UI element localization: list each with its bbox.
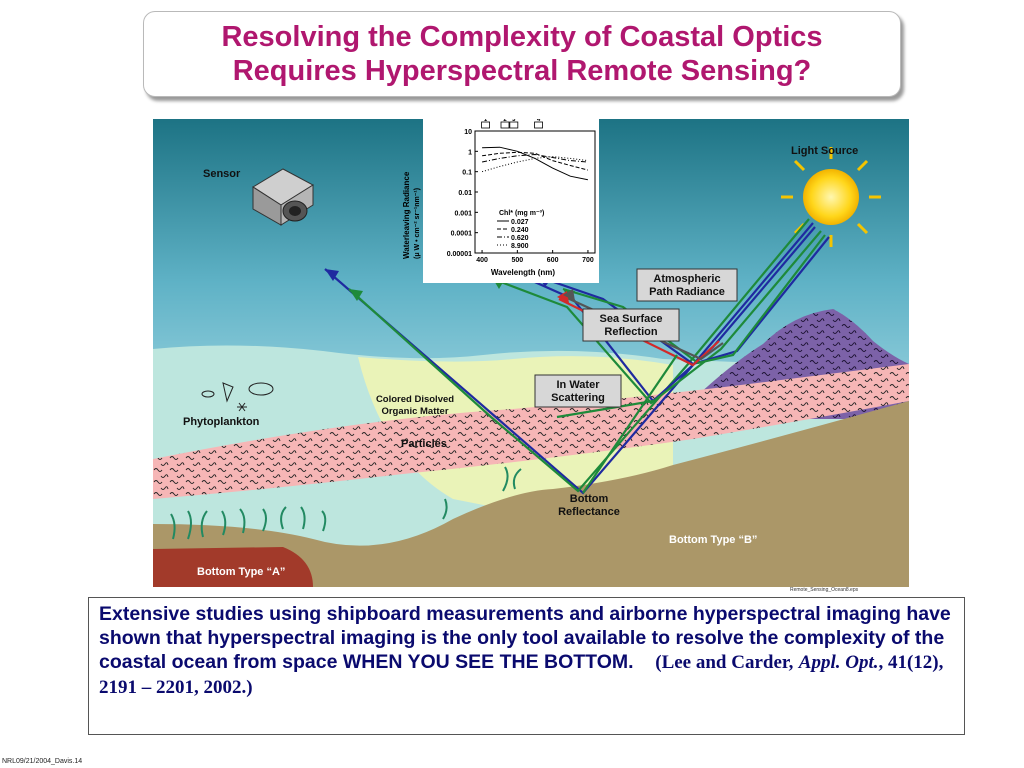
light-source-label: Light Source [791, 145, 858, 157]
citation-journal: Appl. Opt. [798, 652, 879, 673]
atmospheric-label-2: Path Radiance [649, 286, 725, 298]
sea-surface-label-1: Sea Surface [600, 313, 663, 325]
inset-plot: Waterleaving Radiance (μ W • cm⁻² sr⁻¹nm… [402, 119, 599, 283]
sensor-icon [252, 168, 314, 226]
series-line-2 [481, 153, 588, 163]
band-marker-0 [481, 121, 490, 129]
bottom-type-a-area [153, 547, 313, 587]
inset-plot-background [423, 119, 599, 283]
inset-ylabel-1: Waterleaving Radiance [402, 171, 411, 259]
figure-svg: Atmospheric Path Radiance Sea Surface Re… [153, 119, 909, 587]
light-rays [324, 218, 830, 495]
particle-band [153, 364, 909, 499]
title-box: Resolving the Complexity of Coastal Opti… [143, 11, 901, 97]
legend-item-1: 0.027 [511, 219, 529, 226]
body-paragraph: Extensive studies using shipboard measur… [99, 602, 959, 700]
sea-surface-reflection-box: Sea Surface Reflection [582, 308, 680, 342]
figure-credit: Remote_Sensing_Ocean8.eps [790, 587, 859, 593]
legend-item-3: 0.620 [511, 235, 529, 242]
citation-prefix: (Lee and Carder, [655, 652, 794, 673]
inset-plot-frame [474, 130, 596, 254]
legend-title: Chl* (mg m⁻³) [499, 210, 544, 217]
x-tick-label-0: 400 [476, 257, 488, 264]
y-tick-label-3: 0.01 [458, 190, 472, 197]
y-tick-label-1: 1 [468, 149, 472, 156]
citation-suffix: , 41(12), 2191 – 2201, 2002.) [99, 652, 944, 698]
inset-legend: Chl* (mg m⁻³) 0.027 0.240 0.620 8.900 [497, 210, 544, 250]
coastal-optics-figure: Atmospheric Path Radiance Sea Surface Re… [153, 119, 909, 587]
body-text: Extensive studies using shipboard measur… [99, 603, 951, 673]
phytoplankton-icon [201, 382, 274, 412]
particles-label: Particles [401, 438, 447, 450]
bottom-type-a-label: Bottom Type “A” [197, 566, 285, 578]
y-tick-label-5: 0.0001 [451, 231, 473, 238]
slide-title-line-1: Resolving the Complexity of Coastal Opti… [221, 21, 823, 53]
series-line-3 [481, 156, 588, 173]
cdom-label-1: Colored Disolved [376, 394, 454, 405]
in-water-scattering-box: In Water Scattering [534, 374, 622, 408]
y-tick-label-6: 0.00001 [447, 251, 472, 258]
y-tick-label-2: 0.1 [462, 170, 472, 177]
body-text-box: Extensive studies using shipboard measur… [88, 597, 965, 735]
cdom-label-2: Organic Matter [381, 406, 448, 417]
in-water-label-2: Scattering [551, 392, 605, 404]
phytoplankton-label: Phytoplankton [183, 416, 260, 428]
slide-footer: NRL09/21/2004_Davis.14 [2, 758, 83, 765]
seabed [153, 401, 909, 587]
inset-xlabel: Wavelength (nm) [491, 268, 555, 277]
seaweed [170, 466, 522, 540]
series-line-1 [482, 151, 589, 171]
band-number-1: 2 [503, 119, 507, 123]
sea-surface-label-2: Reflection [604, 326, 657, 338]
sensor-label: Sensor [203, 168, 241, 180]
band-markers [481, 121, 543, 129]
bottom-reflectance-label-1: Bottom [570, 493, 609, 505]
legend-item-4: 8.900 [511, 243, 529, 250]
band-marker-3 [534, 121, 543, 129]
in-water-label-1: In Water [557, 379, 601, 391]
x-tick-label-3: 700 [582, 257, 594, 264]
inset-ylabel-2: (μ W • cm⁻² sr⁻¹nm⁻¹) [414, 188, 421, 259]
x-tick-label-2: 600 [547, 257, 559, 264]
band-number-3: 4 [537, 119, 541, 123]
x-tick-label-1: 500 [512, 257, 524, 264]
y-tick-label-4: 0.001 [454, 210, 472, 217]
band-marker-1 [500, 121, 510, 129]
slide-title-line-2: Requires Hyperspectral Remote Sensing? [232, 55, 812, 87]
band-number-2: 3 [512, 119, 516, 123]
y-tick-label-0: 10 [464, 129, 472, 136]
inset-plot-lines [481, 146, 589, 181]
inset-plot-ticks: 10 1 0.1 0.01 0.001 0.0001 0.00001 400 500 600 700 [447, 129, 594, 264]
bottom-type-b-label: Bottom Type “B” [669, 534, 757, 546]
legend-item-2: 0.240 [511, 227, 529, 234]
atmospheric-path-radiance-box: Atmospheric Path Radiance [636, 268, 738, 302]
band-numbers: 1 2 3 4 [484, 119, 541, 123]
band-number-0: 1 [484, 119, 488, 123]
bottom-reflectance-label-2: Reflectance [558, 506, 620, 518]
atmospheric-label-1: Atmospheric [653, 273, 720, 285]
band-marker-2 [509, 121, 519, 129]
